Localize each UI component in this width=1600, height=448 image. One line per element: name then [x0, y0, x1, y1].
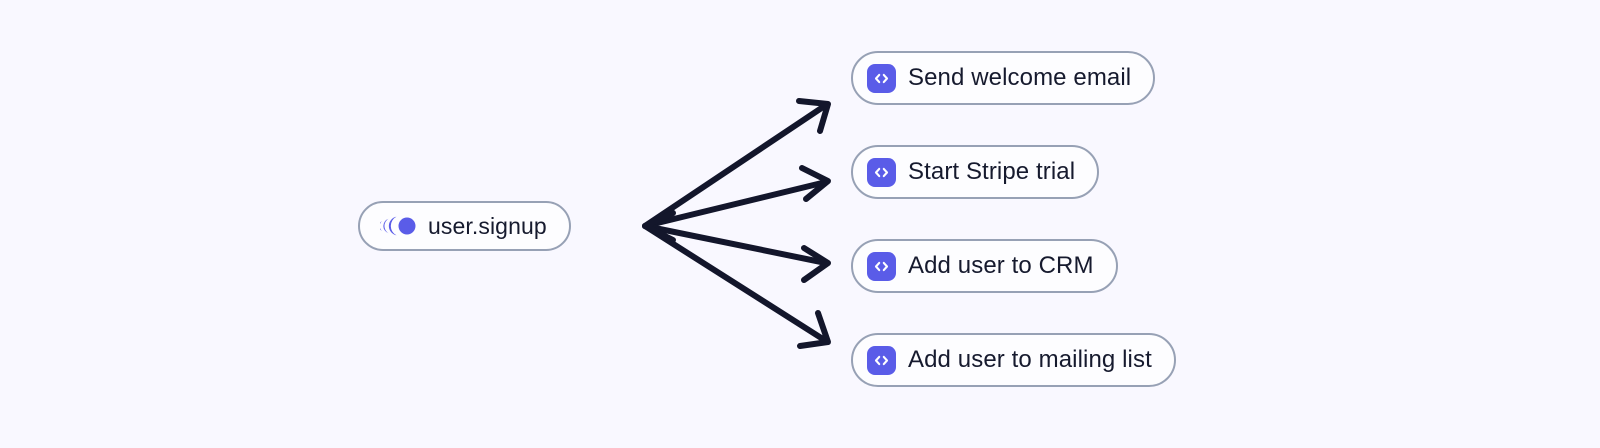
edge-arrowhead-4: [797, 310, 831, 349]
code-icon: [867, 157, 896, 187]
edge-arrowhead-2: [799, 165, 831, 202]
action-node-label: Add user to CRM: [908, 252, 1094, 279]
action-node-label: Start Stripe trial: [908, 158, 1076, 185]
broadcast-icon: [380, 215, 416, 237]
trigger-node-label: user.signup: [428, 212, 547, 239]
action-node-label: Add user to mailing list: [908, 346, 1152, 373]
code-icon: [867, 345, 896, 375]
edge-line-2: [642, 179, 829, 229]
code-icon: [867, 251, 896, 281]
edge-arrowhead-1: [796, 98, 831, 134]
trigger-node-user-signup[interactable]: user.signup: [358, 201, 571, 251]
edge-line-1: [642, 102, 829, 229]
edge-line-3: [642, 223, 829, 266]
action-node-label: Send welcome email: [908, 64, 1132, 91]
action-node-start-stripe-trial[interactable]: Start Stripe trial: [851, 145, 1100, 199]
edge-line-4: [642, 223, 829, 344]
junction-arrowhead: [642, 210, 676, 243]
edge-arrowhead-3: [801, 245, 831, 283]
action-node-send-welcome-email[interactable]: Send welcome email: [851, 51, 1156, 105]
action-node-add-user-to-crm[interactable]: Add user to CRM: [851, 239, 1118, 293]
code-icon: [867, 63, 896, 93]
action-node-add-user-to-mailing-list[interactable]: Add user to mailing list: [851, 333, 1176, 387]
